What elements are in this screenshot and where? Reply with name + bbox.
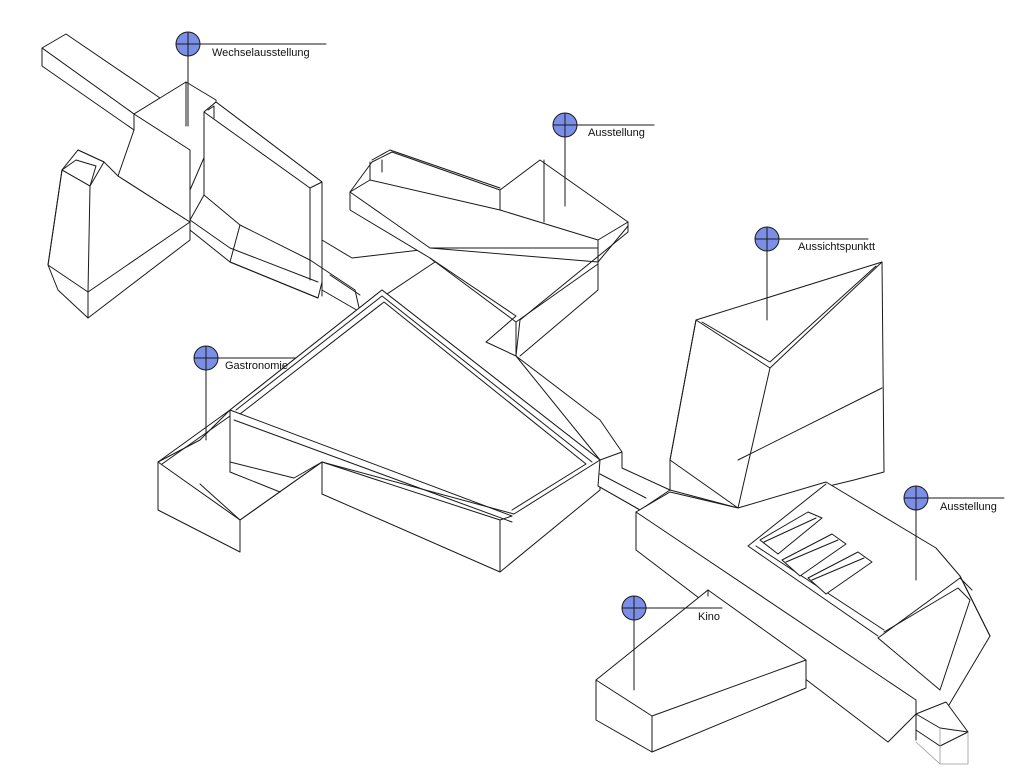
- label-wechselausstellung: Wechselausstellung: [212, 47, 310, 59]
- label-kino: Kino: [698, 611, 720, 623]
- marker-gastronomie[interactable]: Gastronomie: [193, 345, 297, 441]
- building-gastronomie: [157, 289, 601, 573]
- marker-aussichtspunktt[interactable]: Aussichtspunktt: [754, 226, 875, 321]
- corridor-center-right: [515, 355, 671, 511]
- label-ausstellung-right: Ausstellung: [940, 501, 997, 513]
- label-aussichtspunktt: Aussichtspunktt: [798, 241, 875, 253]
- marker-ausstellung-top[interactable]: Ausstellung: [552, 112, 655, 207]
- end-box: [915, 701, 969, 765]
- marker-kino[interactable]: Kino: [621, 595, 723, 691]
- corridor-left-center: [321, 239, 436, 313]
- building-aussichtspunktt: [669, 261, 885, 509]
- building-wechselausstellung: [47, 81, 323, 319]
- corridor-upper: [41, 33, 161, 131]
- building-kino: [595, 589, 807, 753]
- building-ausstellung-top: [349, 149, 629, 357]
- label-ausstellung-top: Ausstellung: [588, 127, 645, 139]
- marker-wechselausstellung[interactable]: Wechselausstellung: [175, 31, 327, 127]
- marker-ausstellung-right[interactable]: Ausstellung: [903, 485, 1005, 581]
- building-ausstellung-right: [635, 481, 991, 743]
- label-gastronomie: Gastronomie: [225, 360, 288, 372]
